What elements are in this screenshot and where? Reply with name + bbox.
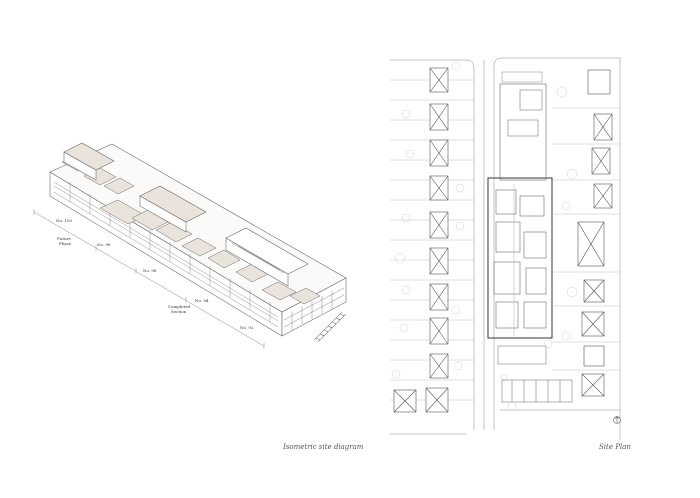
iso-roof-units [61, 152, 321, 305]
iso-raised-blocks [63, 142, 309, 287]
site-lower-blocks [497, 345, 573, 403]
site-trees-right [500, 86, 578, 411]
site-houses-left [393, 67, 449, 413]
site-trees-left [391, 61, 465, 379]
site-lot-lines-right [552, 107, 620, 371]
site-project-building [487, 71, 553, 339]
iso-exterior-stair [313, 311, 347, 343]
label-future-phase-line2: Phase [59, 241, 72, 246]
site-streets [390, 57, 621, 440]
iso-labels: No. 100 No. 98 No. 96 No. 94 No. 92 Futu… [56, 218, 254, 330]
site-plan-caption: Site Plan [599, 443, 631, 451]
label-no-98: No. 98 [97, 242, 111, 247]
site-plan [390, 57, 621, 440]
site-houses-right [577, 69, 613, 397]
iso-dimension-lines [33, 209, 265, 349]
label-completed-section-line1: Completed [168, 304, 190, 309]
label-future-phase-line1: Future [57, 236, 71, 241]
north-arrow-icon [613, 416, 621, 424]
label-no-100: No. 100 [56, 218, 72, 223]
isometric-diagram [33, 142, 347, 349]
isometric-diagram-caption: Isometric site diagram [283, 443, 364, 451]
iso-end-face-grid [283, 287, 345, 330]
label-completed-section-line2: Section [171, 309, 187, 314]
label-no-92: No. 92 [240, 325, 254, 330]
label-no-96: No. 96 [143, 268, 157, 273]
label-no-94: No. 94 [195, 298, 209, 303]
